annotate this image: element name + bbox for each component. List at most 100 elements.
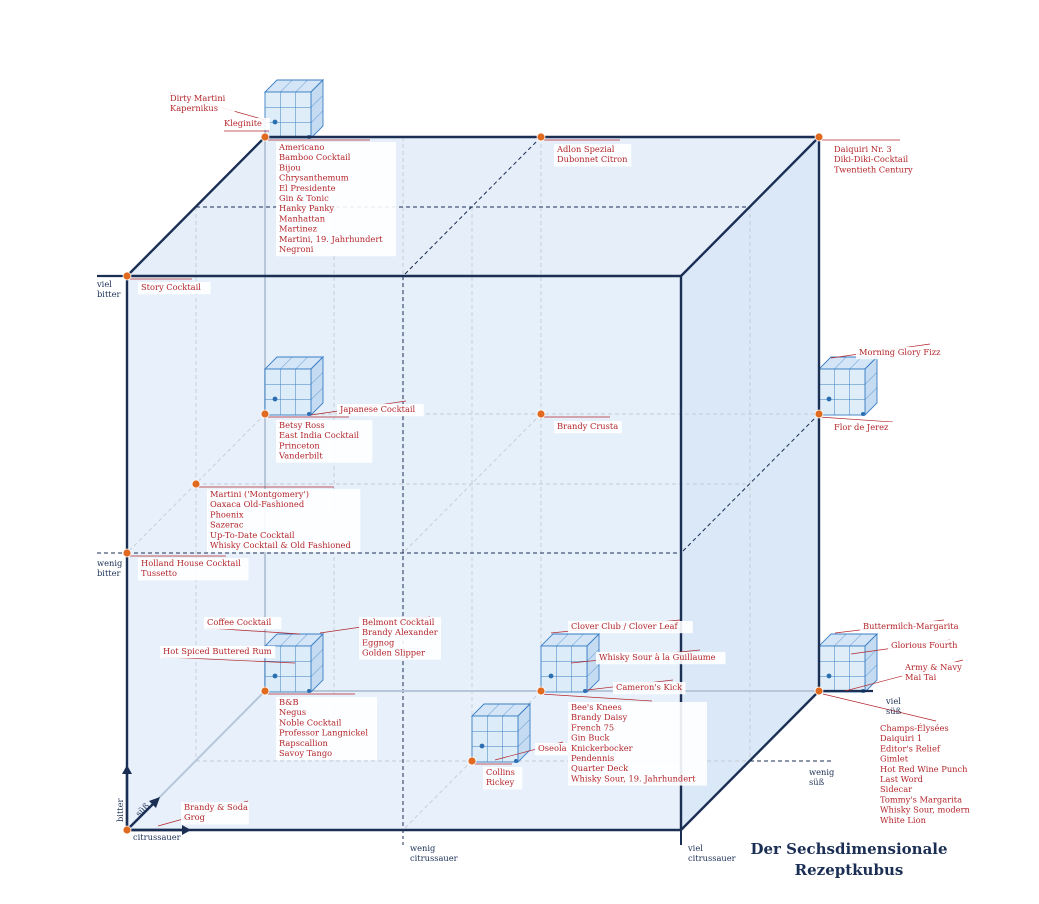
guide-line [126, 413, 266, 554]
mini-cube-mid-right [817, 355, 879, 417]
origin-label-citrussauer: citrussauer [133, 832, 181, 842]
cocktail-name: Dirty Martini [170, 93, 226, 103]
mini-cubes [263, 78, 879, 764]
grid-point-dot [814, 409, 824, 419]
cocktail-name: Professor Langnickel [279, 728, 368, 738]
cocktail-name: Manhattan [279, 213, 326, 223]
mini-cube-bottom-right [817, 632, 879, 694]
cocktail-name: Americano [278, 142, 324, 152]
cocktail-name: Savoy Tango [279, 748, 332, 758]
label-group-hot-spiced: Hot Spiced Buttered Rum [160, 646, 276, 659]
diagram-title-line1: Der Sechsdimensionale [750, 840, 947, 858]
cocktail-name: Vanderbilt [278, 451, 323, 461]
mid-guide-line [402, 136, 542, 277]
cocktail-name: Martini ('Montgomery') [210, 489, 309, 499]
grid-point-dot [260, 409, 270, 419]
axis-label-wenig-citrussauer: wenig [410, 843, 436, 853]
cocktail-name: Brandy Crusta [557, 421, 618, 431]
cocktail-name: Kapernikus [170, 103, 218, 113]
cocktail-name: Mai Tai [905, 672, 937, 682]
cocktail-name: Whisky Sour à la Guillaume [599, 652, 716, 662]
grid-point-dot [536, 686, 546, 696]
grid-point-dot [814, 686, 824, 696]
guide-line [402, 690, 542, 831]
label-group-oseola: Oseola [535, 743, 570, 756]
label-group-clover: Clover Club / Clover Leaf [568, 621, 693, 634]
label-group-center: Brandy Crusta [554, 421, 622, 434]
cocktail-name: Buttermilch-Margarita [863, 621, 959, 631]
axis-label-wenig-suess: süß [809, 777, 825, 787]
cocktail-name: Sazerac [210, 520, 244, 530]
cocktail-name: Bee's Knees [571, 702, 622, 712]
cocktail-name: Collins [486, 767, 515, 777]
origin-label-bitter: bitter [115, 798, 125, 822]
cocktail-name: Last Word [880, 774, 924, 784]
cocktail-name: Story Cocktail [141, 282, 201, 292]
cocktail-name: Daiquiri Nr. 3 [834, 144, 892, 154]
cocktail-name: Whisky Sour, modern [880, 805, 971, 815]
axis-label-viel-citrussauer: citrussauer [688, 853, 736, 863]
cocktail-name: Editor's Relief [880, 743, 941, 753]
grid-point-dot [122, 548, 132, 558]
cocktail-name: Noble Cocktail [279, 717, 342, 727]
cocktail-name: Holland House Cocktail [141, 558, 241, 568]
cocktail-name: El Presidente [279, 183, 336, 193]
label-group-mid-left-mid: Martini ('Montgomery')Oaxaca Old-Fashion… [207, 489, 361, 553]
cocktail-name: Brandy Daisy [571, 712, 627, 722]
cocktail-name: Pendennis [571, 753, 614, 763]
cocktail-name: Flor de Jerez [834, 422, 889, 432]
cocktail-name: Oaxaca Old-Fashioned [210, 499, 305, 509]
label-group-coffee: Coffee Cocktail [204, 617, 282, 630]
mini-cube-bottom-left [263, 632, 325, 694]
label-group-japanese: Japanese Cocktail [337, 404, 424, 417]
cocktail-name: Martini, 19. Jahrhundert [279, 234, 383, 244]
cube-edge [680, 136, 820, 277]
cocktail-name: Daiquiri 1 [880, 733, 922, 743]
cocktail-name: Bijou [279, 162, 301, 172]
cocktail-name: Knickerbocker [571, 743, 633, 753]
cocktail-name: Belmont Cocktail [362, 617, 435, 627]
mini-cube-front-mid [470, 702, 532, 764]
cocktail-name: Eggnog [362, 637, 395, 647]
cocktail-name: Gimlet [880, 754, 909, 764]
cocktail-name: Princeton [279, 440, 320, 450]
label-group-top-front-left: Story Cocktail [138, 282, 211, 295]
grid-point-dot [122, 271, 132, 281]
grid-point-dot [260, 686, 270, 696]
origin-axes [122, 765, 191, 835]
diagram-title-line2: Rezeptkubus [795, 861, 904, 879]
axis-label-wenig-bitter: bitter [97, 568, 121, 578]
cocktail-name: Dubonnet Citron [557, 154, 628, 164]
grid-point-dot [536, 132, 546, 142]
cocktail-name: Hot Spiced Buttered Rum [163, 646, 272, 656]
cocktail-name: Martinez [279, 224, 318, 234]
cocktail-name: White Lion [880, 815, 927, 825]
label-group-top-back-right: Daiquiri Nr. 3Diki-Diki-CocktailTwentiet… [831, 144, 923, 177]
grid-points [122, 132, 824, 835]
cocktail-name: Chrysanthemum [279, 173, 349, 183]
cocktail-name: Adlon Spezial [556, 144, 615, 154]
cocktail-name: Betsy Ross [279, 420, 325, 430]
axis-label-viel-suess: süß [886, 706, 902, 716]
grid-point-dot [122, 825, 132, 835]
axis-label-wenig-citrussauer: citrussauer [410, 853, 458, 863]
cocktail-name: Hanky Panky [279, 203, 334, 213]
cocktail-name: Diki-Diki-Cocktail [834, 154, 909, 164]
cocktail-name: Morning Glory Fizz [859, 347, 941, 357]
cocktail-name: Whisky Sour, 19. Jahrhundert [571, 773, 696, 783]
cube-edge [126, 136, 266, 277]
axis-label-viel-bitter: viel [96, 279, 112, 289]
leader-line [540, 693, 653, 702]
cocktail-name: Phoenix [210, 509, 244, 519]
label-group-kleginite: Kleginite [221, 118, 270, 131]
cocktail-name: Tussetto [141, 568, 177, 578]
cocktail-name: Rickey [486, 777, 514, 787]
